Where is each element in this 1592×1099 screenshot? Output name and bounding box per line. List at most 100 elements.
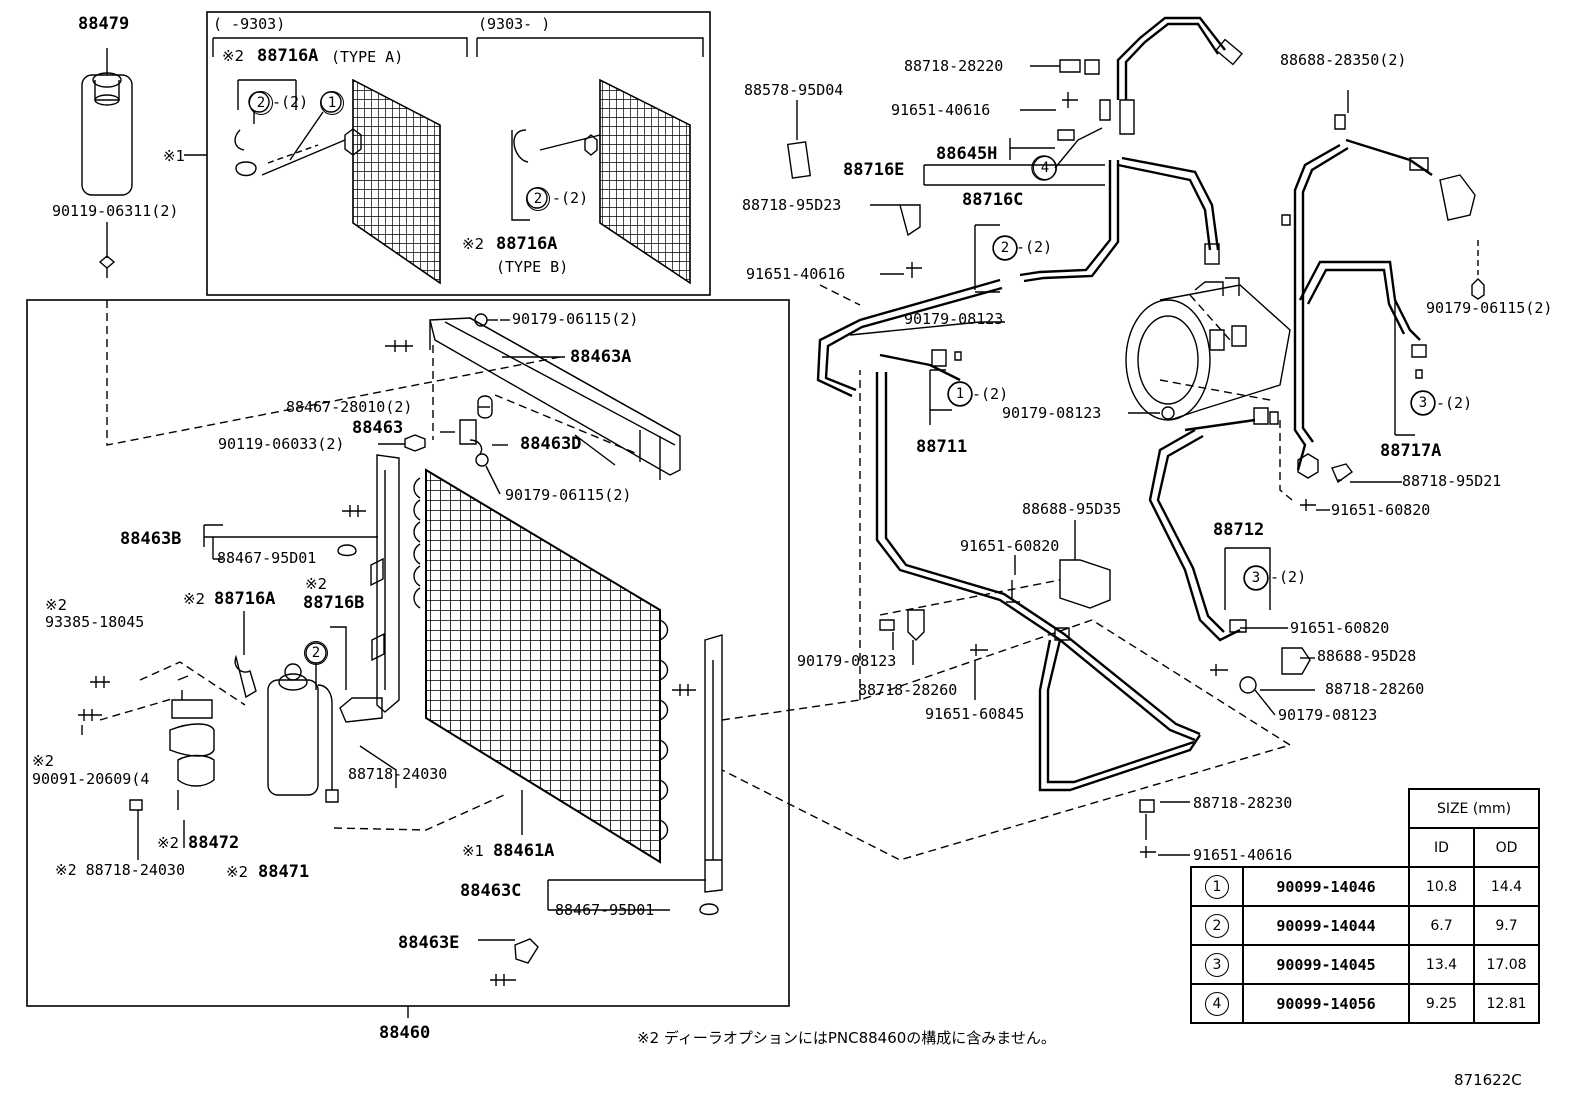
part-91651-60820-c: 91651-60820 [1290,619,1390,637]
part-90179-08123-c: 90179-08123 [797,652,897,670]
circle-mark-4: 4 [1033,156,1057,180]
part-90179-08123-d: 90179-08123 [1278,706,1378,724]
part-91651-40616-b: 91651-40616 [746,265,846,283]
table-row-id: 9.25 [1408,983,1475,1024]
table-subheader-row: ID OD [1191,827,1540,868]
part-88463e: 88463E [398,933,460,953]
table-row-mark: 1 [1205,874,1229,899]
part-91651-60820-b: 91651-60820 [960,537,1060,555]
part-88461a: 88461A [493,841,555,861]
quantity-88712: -(2) [1270,568,1307,586]
part-88717a: 88717A [1380,441,1442,461]
part-90119-06311: 90119-06311(2) [52,202,179,220]
note-mark-2-88471: ※2 [226,863,249,881]
table-row: 1 90099-14046 10.8 14.4 [1190,866,1540,907]
part-88467-95d01-b: 88467-95D01 [555,901,655,919]
circle-mark-2-88716b: 2 [304,641,328,665]
part-88460: 88460 [379,1023,431,1043]
part-88688-95d28: 88688-95D28 [1317,647,1417,665]
inset-type-b-mark: ※2 [462,235,485,253]
table-row-code: 90099-14046 [1242,866,1410,907]
footnote: ※2 ディーラオプションにはPNC88460の構成に含みません。 [637,1029,1056,1047]
inset-part-88716a-type-b: 88716A [496,234,558,254]
circle-mark-1-inset: 1 [320,91,344,115]
table-header-row: SIZE (mm) [1191,788,1540,829]
note-mark-2-88716b: ※2 [305,575,328,593]
table-row-id: 10.8 [1408,866,1475,907]
part-88479: 88479 [78,14,130,34]
circle-mark-3-88712: 3 [1244,566,1268,590]
part-88718-28220: 88718-28220 [904,57,1004,75]
note-mark-2-88472: ※2 [157,834,180,852]
part-90179-06115-b: 90179-06115(2) [505,486,632,504]
part-91651-60845: 91651-60845 [925,705,1025,723]
part-91651-60820-a: 91651-60820 [1331,501,1431,519]
table-row: 3 90099-14045 13.4 17.08 [1190,944,1540,985]
inset-quantity-a: -(2) [272,93,309,111]
receiver-88479-shape [81,72,133,196]
part-88688-28350: 88688-28350(2) [1280,51,1407,69]
table-row-id: 13.4 [1408,944,1475,985]
o-ring-size-table: SIZE (mm) ID OD 1 90099-14046 10.8 14.4 … [1190,788,1540,1024]
part-88688-95d35: 88688-95D35 [1022,500,1122,518]
circle-mark-1-88711: 1 [948,382,972,406]
circle-mark-2-inset-b: 2 [526,187,550,211]
part-88718-28260-b: 88718-28260 [1325,680,1425,698]
bracket-88463a-shape [429,317,681,480]
part-88716e: 88716E [843,160,905,180]
inset-condenser-left [352,78,441,285]
part-88578-95d04: 88578-95D04 [744,81,844,99]
table-row-od: 12.81 [1473,983,1540,1024]
inset-part-88716a-type-a: 88716A [257,46,319,66]
part-91651-40616-a: 91651-40616 [891,101,991,119]
table-row-code: 90099-14045 [1242,944,1410,985]
table-row: 2 90099-14044 6.7 9.7 [1190,905,1540,946]
inset-type-a-label: (TYPE A) [331,48,404,66]
part-88718-28260-a: 88718-28260 [858,681,958,699]
note-mark-2-88716a: ※2 [183,590,206,608]
part-88718-28230: 88718-28230 [1193,794,1293,812]
part-88718-95d23: 88718-95D23 [742,196,842,214]
table-header-id: ID [1408,827,1475,868]
table-row-mark: 4 [1205,991,1229,1016]
note-mark-2-93385: ※2 [45,596,68,614]
part-90119-06033: 90119-06033(2) [218,435,345,453]
part-88471: 88471 [258,862,310,882]
part-90179-06115-a: 90179-06115(2) [512,310,639,328]
part-88716b: 88716B [303,593,365,613]
part-88463: 88463 [352,418,404,438]
inset-range-b: (9303- ) [478,15,551,33]
inset-frame [206,11,711,296]
table-row-od: 9.7 [1473,905,1540,946]
part-93385-18045: 93385-18045 [45,613,145,631]
part-91651-40616-c: 91651-40616 [1193,846,1293,864]
quantity-88717a: -(2) [1436,394,1473,412]
quantity-88711: -(2) [972,385,1009,403]
table-row-mark: 2 [1205,913,1229,938]
bracket-88463c-shape [704,634,723,893]
part-88467-28010: 88467-28010(2) [286,398,413,416]
table-header-od: OD [1473,827,1540,868]
part-88712: 88712 [1213,520,1265,540]
part-90179-06115-c: 90179-06115(2) [1426,299,1553,317]
table-row-code: 90099-14056 [1242,983,1410,1024]
part-90091-20609: 90091-20609(4 [32,770,150,788]
part-88718-95d21: 88718-95D21 [1402,472,1502,490]
compressor-shape [1125,277,1291,421]
inset-range-a: ( -9303) [213,15,286,33]
part-88711: 88711 [916,437,968,457]
part-88463a: 88463A [570,347,632,367]
part-90179-08123-a: 90179-08123 [904,310,1004,328]
part-88472: 88472 [188,833,240,853]
part-88716a-left: 88716A [214,589,276,609]
bracket-88463b-shape [370,454,400,713]
part-88718-24030-b: ※2 88718-24030 [55,861,185,879]
part-90179-08123-b: 90179-08123 [1002,404,1102,422]
part-88645h: 88645H [936,144,998,164]
part-88718-24030-a: 88718-24030 [348,765,448,783]
inset-condenser-right [599,78,691,285]
part-88463d: 88463D [520,434,582,454]
note-mark-1: ※1 [163,147,186,165]
